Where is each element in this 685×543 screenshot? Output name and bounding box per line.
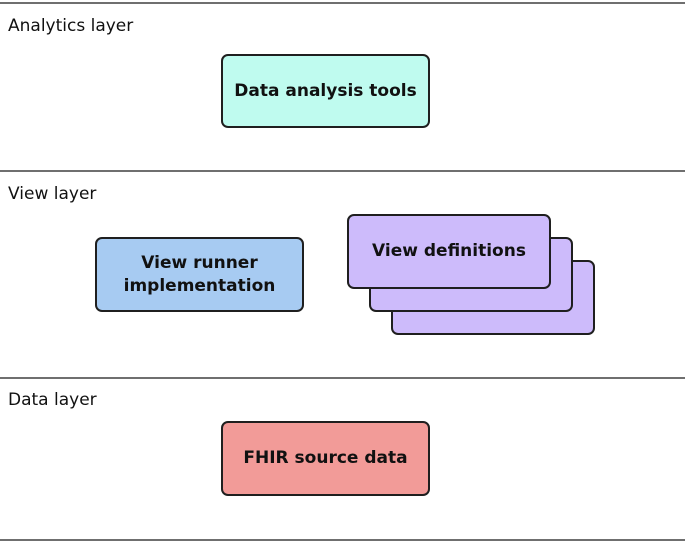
view-data-divider bbox=[0, 377, 685, 379]
data-analysis-tools-box: Data analysis tools bbox=[221, 54, 430, 128]
data-layer-label: Data layer bbox=[8, 390, 97, 410]
view-definitions-box: View definitions bbox=[347, 214, 551, 289]
bottom-divider bbox=[0, 539, 685, 541]
fhir-source-data-box: FHIR source data bbox=[221, 421, 430, 496]
analytics-layer-label: Analytics layer bbox=[8, 16, 134, 36]
analytics-view-divider bbox=[0, 170, 685, 172]
view-layer-label: View layer bbox=[8, 184, 97, 204]
top-divider bbox=[0, 2, 685, 4]
view-runner-implementation-box: View runner implementation bbox=[95, 237, 304, 312]
